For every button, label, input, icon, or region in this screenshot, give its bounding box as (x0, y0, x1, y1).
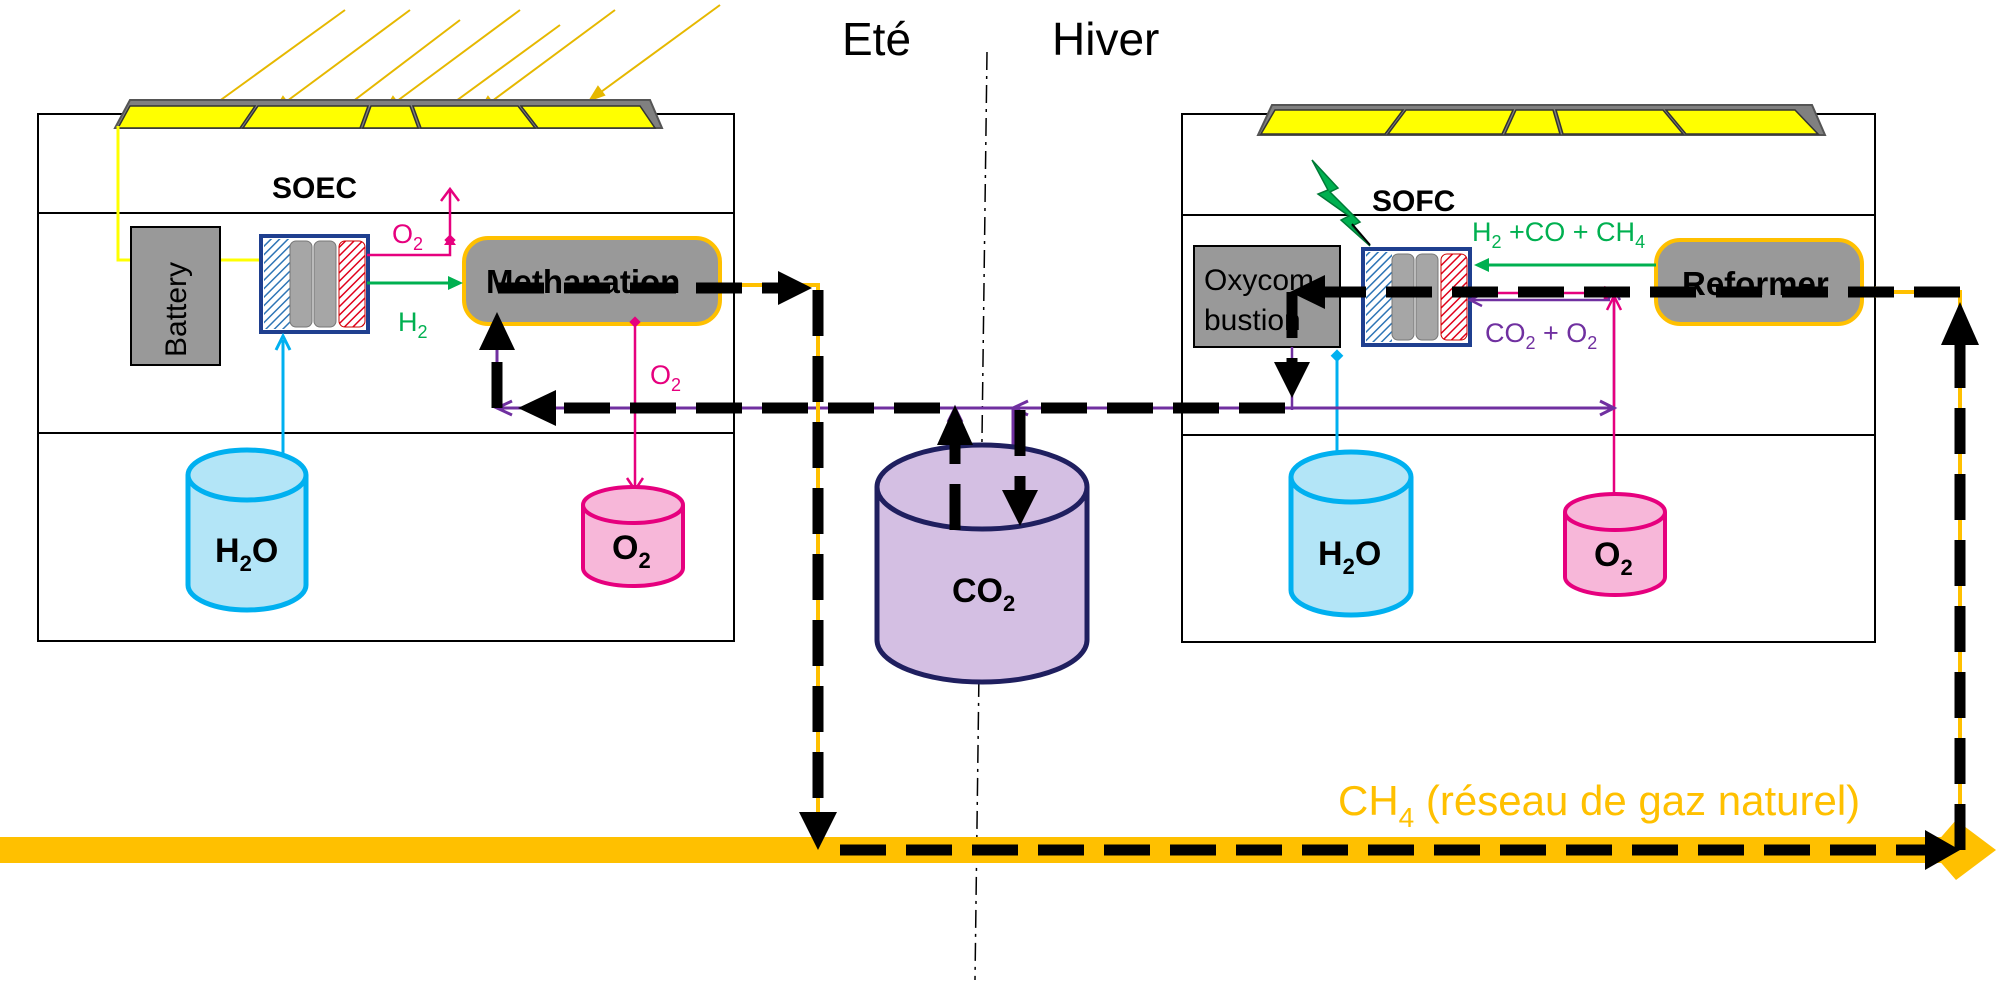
fuel-flow-label: H2 +CO + CH4 (1472, 217, 1645, 252)
summer-cycle-path (491, 282, 1940, 856)
winter-cycle-path (1014, 286, 1966, 850)
ch4-network-label: CH4 (réseau de gaz naturel) (1338, 777, 1860, 833)
methanation-label: Methanation (486, 263, 680, 300)
water-tank-left-label: H2O (215, 532, 278, 576)
summer-cycle-arrows (479, 271, 1960, 870)
soec-title: SOEC (272, 172, 357, 205)
sofc-title: SOFC (1372, 185, 1455, 218)
h2-flow-label: H2 (398, 307, 428, 342)
right-system: SOFC Oxycom bustion Reformer H2 +CO + CH… (1181, 104, 1876, 643)
water-tank-right-label: H2O (1318, 535, 1381, 579)
winter-cycle-arrows (1002, 275, 1979, 526)
left-system: SOEC Battery Methanation O2 H2 O2 (37, 99, 735, 642)
o2-vent-label: O2 (392, 219, 423, 254)
battery (130, 226, 221, 366)
winter-label: Hiver (1052, 13, 1159, 65)
oxycombustion-label-2: bustion (1204, 304, 1301, 337)
battery-label: Battery (160, 262, 193, 357)
methanation-reactor (462, 236, 722, 326)
solar-panel-left-icon (113, 99, 664, 129)
water-tank-right (1288, 449, 1414, 618)
exhaust-flow-label: CO2 + O2 (1485, 318, 1597, 353)
co2-tank-label: CO2 (952, 572, 1015, 616)
solar-panel-right-icon (1256, 104, 1827, 136)
summer-label: Eté (842, 13, 911, 65)
oxygen-tank-right-label: O2 (1594, 536, 1633, 580)
water-tank-left (185, 447, 309, 613)
lightning-bolt-icon (1311, 159, 1371, 247)
o2-down-label: O2 (650, 360, 681, 395)
soec-cell-icon (259, 234, 370, 334)
reformer (1654, 238, 1864, 326)
oxygen-tank-left-label: O2 (612, 529, 651, 573)
oxygen-tank-left (581, 485, 685, 588)
oxygen-tank-right (1563, 492, 1667, 597)
co2-tank (874, 442, 1090, 685)
